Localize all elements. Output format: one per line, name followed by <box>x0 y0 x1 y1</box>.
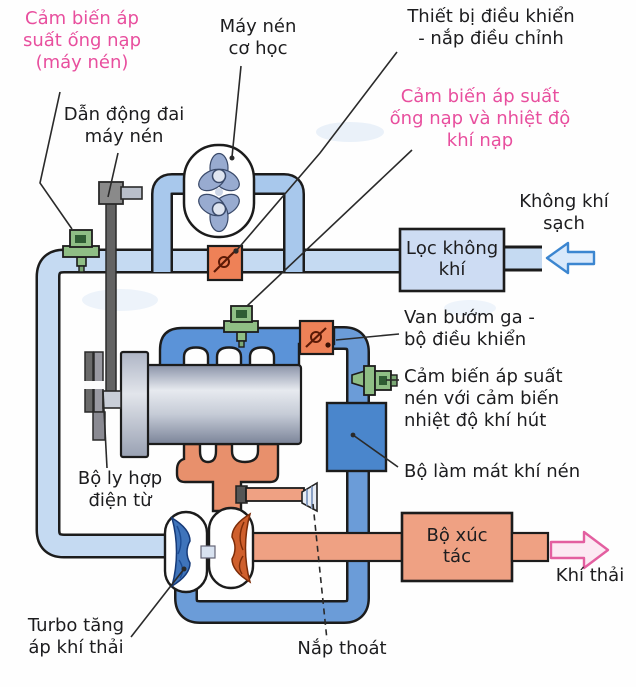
turbine-wheel-icon <box>231 512 252 584</box>
pipe-clean-air-inlet <box>504 245 542 272</box>
turbocharger-unit <box>163 506 255 594</box>
label-belt-drive: Dẫn động đai máy nén <box>63 104 185 147</box>
boost-pressure-sensor <box>62 229 100 273</box>
clean-air-arrow-icon <box>545 241 596 275</box>
catalyst-box <box>400 511 514 583</box>
wastegate-unit <box>235 481 318 513</box>
turbo-shaft-icon <box>200 545 216 559</box>
pipe-air-intake-line <box>35 248 412 559</box>
label-map-iat-sensor: Cảm biến áp suất ống nạp và nhiệt độ khí… <box>389 86 571 151</box>
pipe-charge-air-line <box>174 326 370 624</box>
leader-lines <box>39 51 413 641</box>
label-magnetic-clutch: Bộ ly hợp điện từ <box>77 468 163 511</box>
label-control-device: Thiết bị điều khiển - nắp điều chỉnh <box>407 6 575 49</box>
label-air-filter: Lọc không khí <box>405 238 499 280</box>
throttle-valve-unit <box>298 319 335 356</box>
butterfly-valve-icon <box>305 327 331 348</box>
sensor-plug-icon <box>236 310 247 318</box>
bypass-control-valve <box>206 244 244 282</box>
magnetic-clutch-pulleys <box>84 351 122 441</box>
sensor-plug-icon <box>379 376 387 385</box>
map-iat-sensor <box>223 305 259 348</box>
intake-manifold <box>158 326 336 368</box>
label-charge-sensor: Cảm biến áp suất nén với cảm biến nhiệt … <box>404 366 563 431</box>
label-exhaust-gas: Khí thải <box>555 565 625 586</box>
supercharger-unit <box>182 143 256 239</box>
label-boost-pressure-sensor: Cảm biến áp suất ống nạp (máy nén) <box>22 8 142 73</box>
label-supercharger: Máy nén cơ học <box>219 16 297 59</box>
air-filter-box <box>398 227 506 293</box>
supercharger-shaft-icon <box>215 188 223 196</box>
label-wastegate: Nắp thoát <box>297 638 387 659</box>
label-catalyst: Bộ xúc tác <box>426 525 488 567</box>
exhaust-manifold <box>175 442 280 513</box>
supercharger-rotor-icon <box>198 193 240 233</box>
supercharger-rotor-icon <box>198 152 240 192</box>
label-throttle-valve: Van bướm ga - bộ điều khiển <box>404 307 535 350</box>
label-intercooler: Bộ làm mát khí nén <box>404 461 581 482</box>
label-turbocharger: Turbo tăng áp khí thải <box>27 615 125 658</box>
exhaust-line <box>246 511 550 583</box>
sensor-plug-icon <box>75 235 86 243</box>
engine-block <box>84 350 303 459</box>
label-clean-air: Không khí sạch <box>519 191 609 234</box>
exhaust-gas-arrow-icon <box>549 530 610 570</box>
